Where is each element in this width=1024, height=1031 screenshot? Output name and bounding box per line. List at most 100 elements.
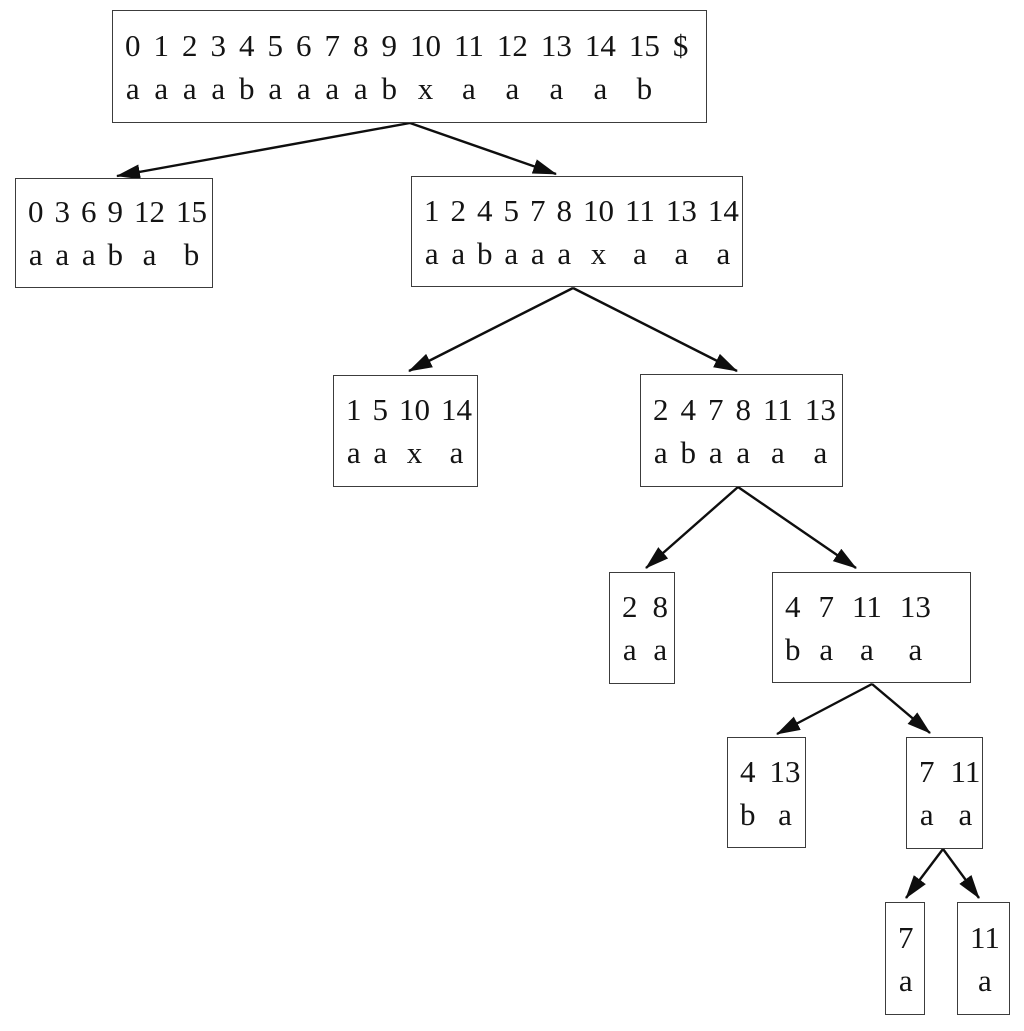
index-label: 15 <box>176 194 207 229</box>
char-label: a <box>346 435 361 470</box>
index-label: 7 <box>919 754 935 789</box>
index-label: 8 <box>652 589 669 624</box>
index-label: 7 <box>530 192 546 228</box>
index-label: 7 <box>708 391 724 427</box>
char-label: a <box>898 962 913 998</box>
char-label: b <box>107 237 124 272</box>
index-label: 5 <box>503 192 520 228</box>
index-label: 8 <box>556 192 573 228</box>
char-label: a <box>296 70 311 106</box>
index-label: 4 <box>680 391 697 427</box>
index-char-column: 13 a <box>805 388 836 474</box>
edge-n11-n111 <box>737 486 857 569</box>
index-label: 6 <box>81 194 97 229</box>
char-label: a <box>182 70 197 106</box>
char-label: a <box>708 434 723 470</box>
index-label: 10 <box>583 192 614 228</box>
char-label: a <box>593 70 608 106</box>
char-label: a <box>211 70 226 106</box>
edge-root-n1 <box>409 121 557 176</box>
index-label: 13 <box>804 391 836 427</box>
char-label: a <box>325 70 340 106</box>
char-label: a <box>908 631 923 667</box>
char-label: a <box>549 70 564 106</box>
edge-n1111-n11111 <box>942 848 980 899</box>
index-char-column: 11 a <box>970 916 1000 1002</box>
char-label: a <box>633 235 647 271</box>
index-label: 7 <box>818 588 835 624</box>
index-label: 13 <box>665 192 697 228</box>
char-label: b <box>381 70 398 106</box>
index-label: 7 <box>898 919 914 955</box>
char-label: a <box>154 70 169 106</box>
index-char-column: 13 a <box>541 24 572 110</box>
char-label: a <box>557 235 572 271</box>
index-label: 11 <box>970 919 1000 955</box>
edge-n1-n10 <box>408 286 574 373</box>
index-label: 0 <box>125 27 141 63</box>
index-label: 2 <box>622 589 638 624</box>
index-label: 14 <box>707 192 739 228</box>
char-label: a <box>451 235 466 271</box>
index-label: 9 <box>107 194 124 229</box>
index-char-column: 15 b <box>176 190 207 276</box>
index-label: 10 <box>410 27 441 63</box>
char-label: a <box>813 434 828 470</box>
char-label: a <box>778 796 792 832</box>
char-label: a <box>622 632 637 667</box>
char-label: b <box>183 237 200 272</box>
edge-n11-n110 <box>645 486 739 569</box>
index-label: 1 <box>153 27 170 63</box>
index-label: 15 <box>628 27 660 63</box>
char-label: a <box>28 237 43 272</box>
index-label: 10 <box>399 392 430 427</box>
char-label: b <box>477 235 493 271</box>
index-label: 8 <box>353 27 369 63</box>
char-label: $ <box>672 27 689 63</box>
index-label: 3 <box>54 194 71 229</box>
char-label: b <box>740 796 756 832</box>
char-label: a <box>504 235 519 271</box>
char-label: a <box>653 434 668 470</box>
char-label: b <box>680 434 697 470</box>
index-label: 5 <box>372 392 389 427</box>
char-label: a <box>978 962 992 998</box>
index-label: 13 <box>540 27 572 63</box>
index-label: 2 <box>450 192 467 228</box>
char-label: a <box>530 235 545 271</box>
char-label: a <box>771 434 785 470</box>
index-char-column: $ <box>673 24 689 110</box>
